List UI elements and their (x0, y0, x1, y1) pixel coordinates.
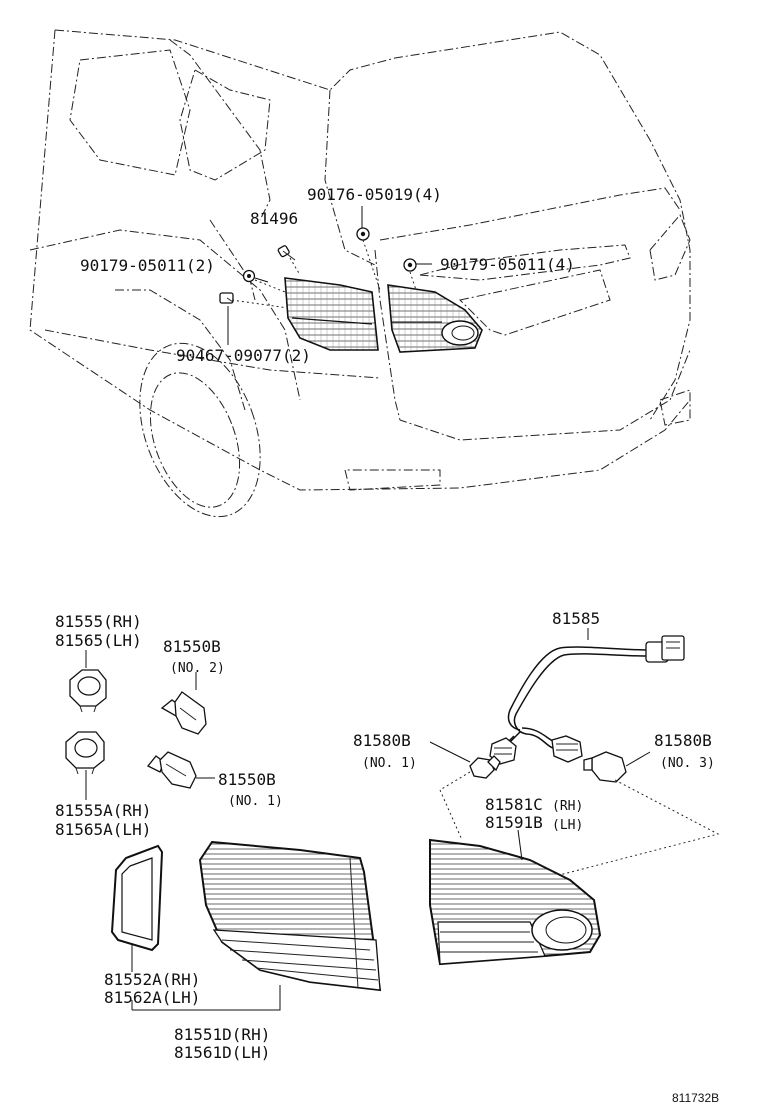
clip-90467 (219, 292, 234, 304)
nut-90179-right (403, 258, 417, 272)
inner-lamp-81581C (429, 838, 602, 966)
bulb-81550B-no2 (160, 691, 207, 735)
label-81550B-bottom: 81550B (218, 770, 276, 789)
label-81562A-lh: 81562A(LH) (104, 988, 200, 1007)
bulb-81550B-no1 (146, 751, 197, 789)
label-81555A-rh: 81555A(RH) (55, 801, 151, 820)
diagram-reference-number: 811732B (672, 1091, 719, 1105)
label-81591B: 81591B (485, 813, 543, 832)
label-81551D-rh: 81551D(RH) (174, 1025, 270, 1044)
bulb-81580B-no3 (583, 751, 627, 783)
gasket-81552A (110, 844, 164, 952)
socket-81555A (65, 731, 105, 775)
label-81580B-left: 81580B (353, 731, 411, 750)
inner-lamp-installed (387, 284, 483, 353)
socket-81555 (69, 669, 107, 713)
label-81580B-right: 81580B (654, 731, 712, 750)
label-81496: 81496 (250, 209, 298, 228)
label-81565-lh: 81565(LH) (55, 631, 142, 650)
outer-lamp-installed (284, 277, 379, 351)
wire-harness-81585 (489, 635, 685, 765)
label-81550B-top: 81550B (163, 637, 221, 656)
label-no1-left: (NO. 1) (362, 756, 417, 771)
label-90176-05019: 90176-05019(4) (307, 185, 442, 204)
label-90179-05011-right: 90179-05011(4) (440, 255, 575, 274)
label-no1-bottom: (NO. 1) (228, 794, 283, 809)
label-81581C: 81581C (485, 795, 543, 814)
nut-90179-left (242, 269, 256, 283)
label-90179-05011-left: 90179-05011(2) (80, 256, 215, 275)
label-81555-rh: 81555(RH) (55, 612, 142, 631)
vehicle-outline (29, 29, 691, 518)
label-81585: 81585 (552, 609, 600, 628)
labels: 90176-05019(4) 81496 90179-05011(2) 9017… (55, 185, 719, 1105)
label-no2: (NO. 2) (170, 661, 225, 676)
outer-lamp-81551D (198, 840, 382, 992)
bulb-81580B-no1 (469, 755, 501, 779)
label-81561D-lh: 81561D(LH) (174, 1043, 270, 1062)
fastener-81496 (277, 245, 296, 261)
label-81565A-lh: 81565A(LH) (55, 820, 151, 839)
label-no3: (NO. 3) (660, 756, 715, 771)
label-rh: (RH) (552, 799, 583, 814)
nut-90176 (356, 227, 370, 241)
label-lh: (LH) (552, 818, 583, 833)
label-81552A-rh: 81552A(RH) (104, 970, 200, 989)
label-90467-09077: 90467-09077(2) (176, 346, 311, 365)
